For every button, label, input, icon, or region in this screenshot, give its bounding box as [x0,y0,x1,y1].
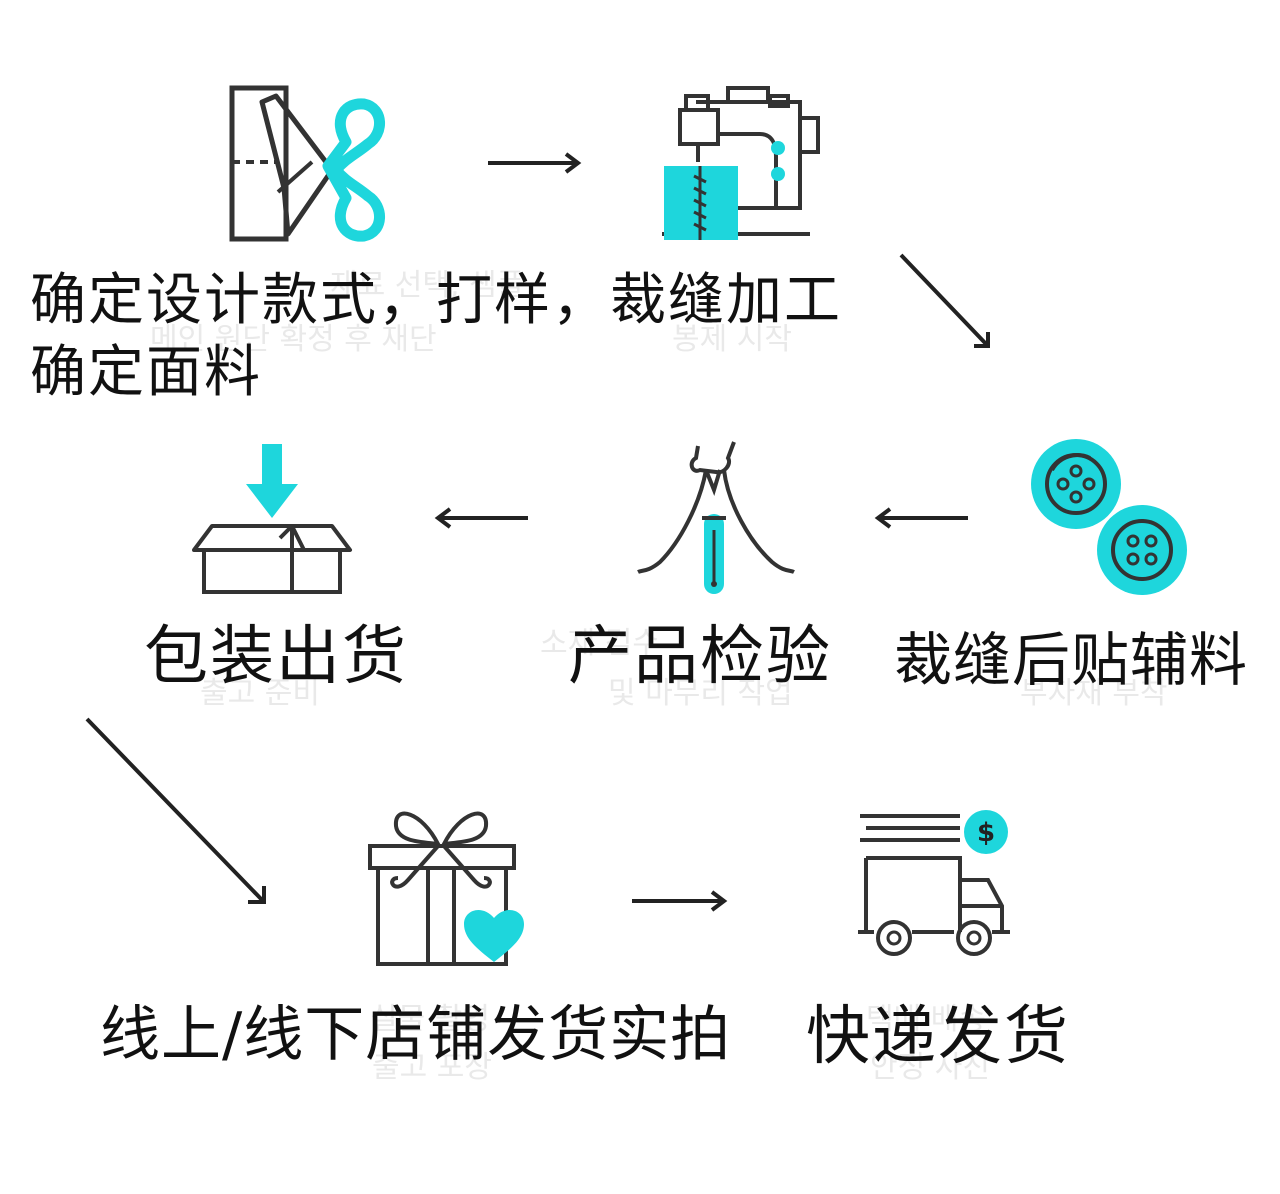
arrow-down-right [84,716,270,908]
step-label-buttons: 裁缝后贴辅料 [894,626,1249,694]
svg-text:$: $ [977,818,995,848]
step-label-design: 确定设计款式，打样，裁缝加工 [30,268,842,333]
box-down-arrow-icon [192,442,352,600]
thread-snips-icon [636,438,796,598]
sewing-machine-icon [660,84,822,244]
step-label-inspect: 产品检验 [568,620,832,694]
scissors-pattern-icon [228,84,388,244]
arrow-right [486,150,582,176]
gift-heart-icon [368,806,528,968]
arrow-right [630,888,728,914]
arrow-left [434,505,530,531]
step-label-photo: 线上/线下店铺发货实拍 [100,1000,732,1070]
arrow-down-right [898,252,994,352]
step-label-fabric: 确定面料 [30,340,262,405]
buttons-icon [1030,436,1190,598]
step-label-ship: 快递发货 [806,1000,1070,1074]
step-label-pack: 包装出货 [144,620,408,694]
arrow-left [874,505,970,531]
delivery-truck-icon: $ [856,808,1016,968]
